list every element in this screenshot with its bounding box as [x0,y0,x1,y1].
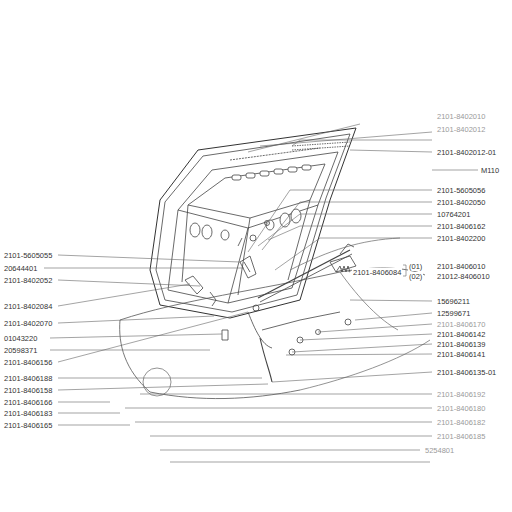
part-number: 2101-8402084 [3,302,53,311]
part-number: 2101-8402010 [436,112,486,121]
part-number: 2101-8402012-01 [436,148,497,157]
part-number: 01043220 [3,334,38,343]
part-number: 2101-8402012 [436,125,486,134]
part-number: 2101-8406166 [3,398,53,407]
part-number: 2101-8402050 [436,198,486,207]
part-number: (01) [408,262,423,271]
part-number: 2101-8406141 [436,350,486,359]
part-number: 10764201 [436,210,471,219]
part-number: 2101-8406010 [436,262,486,271]
part-number: 2101-8406183 [3,409,53,418]
part-number: 2101-5605056 [436,186,486,195]
part-number: 2101-8402052 [3,276,53,285]
part-number: 2101-8406156 [3,358,53,367]
part-number: 20598371 [3,346,38,355]
part-number: 2101-8406188 [3,374,53,383]
part-number: 2101-8406192 [436,390,486,399]
part-number: 2101-8406162 [436,222,486,231]
part-number: 2101-8406170 [436,320,486,329]
part-number: (02) [408,272,423,281]
part-number: 20644401 [3,264,38,273]
part-number: 2101-8406084 [352,268,402,277]
part-number: 2101-8406139 [436,340,486,349]
part-number: 21012-8406010 [436,272,491,281]
part-number: 2101-8402070 [3,319,53,328]
part-number: М110 [480,166,500,175]
part-number: 2101-8406182 [436,418,486,427]
part-number: 2101-8402200 [436,234,486,243]
part-number: 2101-8406165 [3,421,53,430]
part-number: 2101-8406185 [436,432,486,441]
part-number: 5254801 [424,446,455,455]
part-number: 12599671 [436,309,471,318]
part-number: 2101-8406135-01 [436,368,497,377]
part-number: 2101-5605055 [3,251,53,260]
part-number: 15696211 [436,297,471,306]
part-number: 2101-8406180 [436,404,486,413]
part-number: 2101-8406158 [3,386,53,395]
part-number: 2101-8406142 [436,330,486,339]
